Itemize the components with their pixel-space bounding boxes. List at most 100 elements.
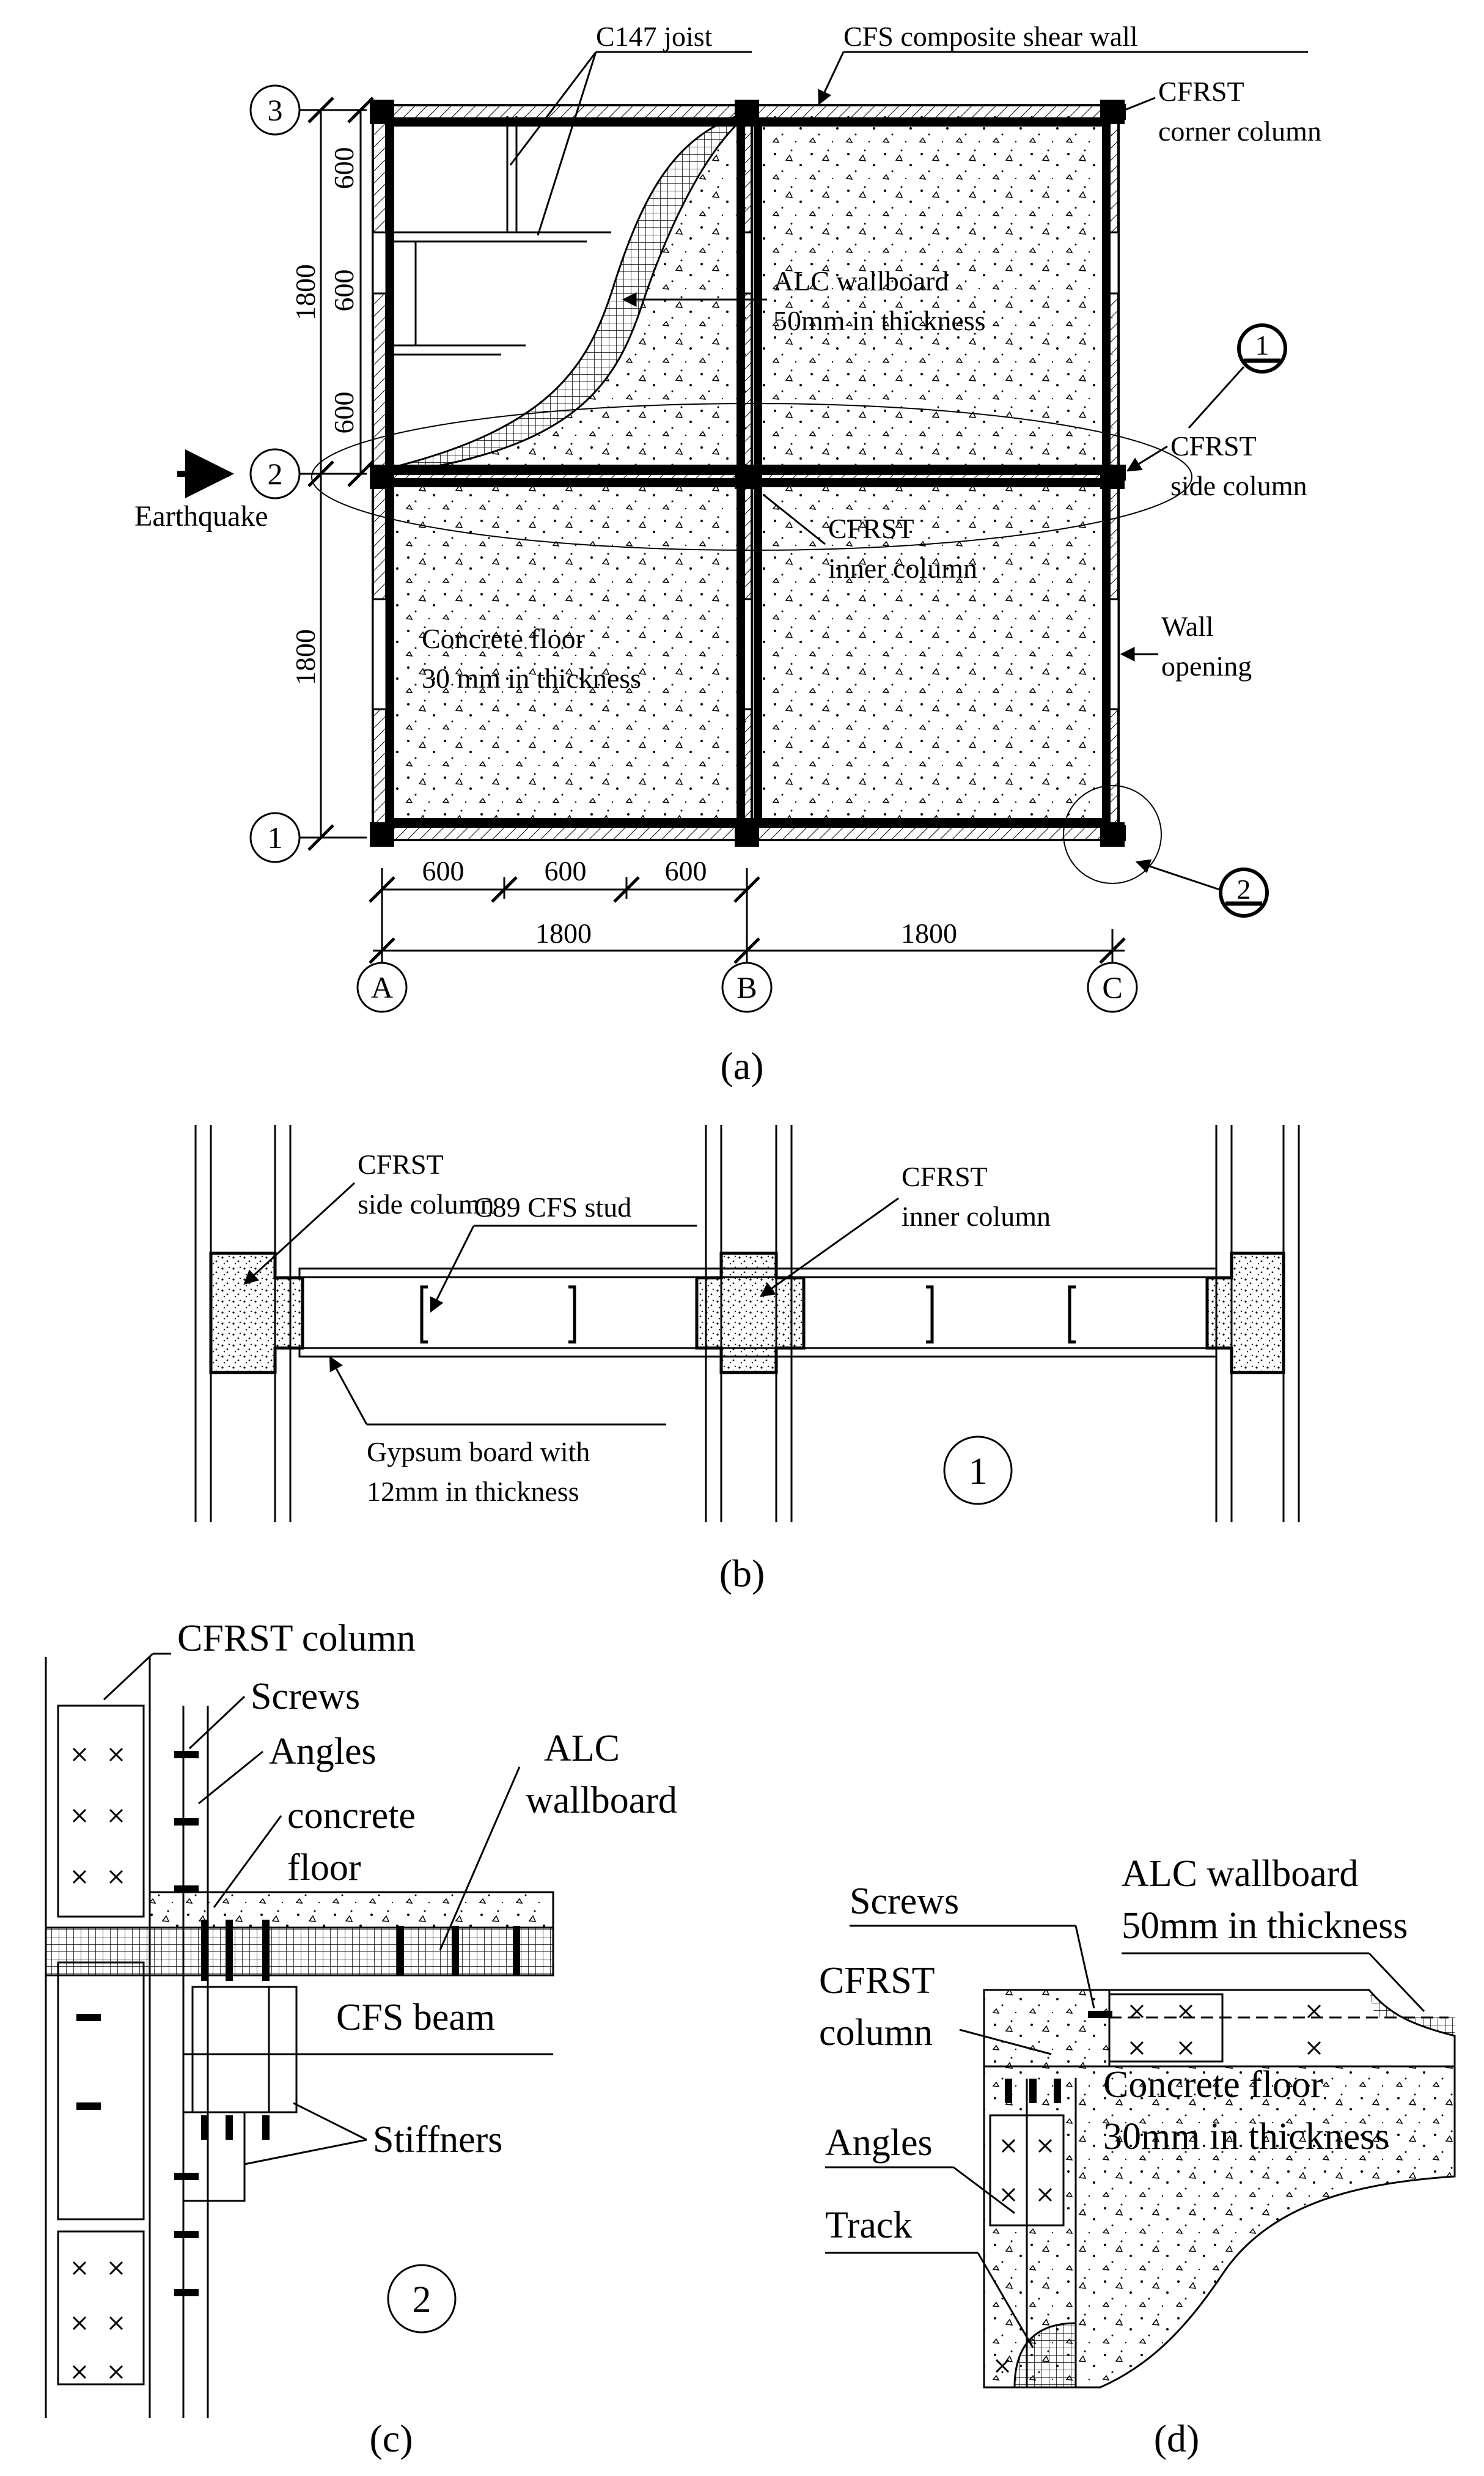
axis-label-b: B [736, 970, 757, 1004]
detail-marker-2: 2 [1135, 859, 1269, 918]
gypsum-label: 12mm in thickness [367, 1476, 579, 1507]
concrete-floor-label: concrete [287, 1795, 416, 1837]
caption-c: (c) [369, 2417, 413, 2460]
stiffners-label: Stiffners [373, 2119, 502, 2161]
caption-a: (a) [720, 1044, 763, 1088]
side-column-label: side column [358, 1188, 494, 1220]
dim-600: 600 [665, 855, 707, 886]
concrete-floor-label: 30mm in thickness [1103, 2116, 1389, 2157]
side-column-label: CFRST [358, 1149, 444, 1180]
concrete-floor-fill [391, 483, 746, 828]
alc-panel-box [1108, 1993, 1224, 2063]
corner-column-label: corner column [1158, 116, 1321, 147]
dimension-lines-bottom: 600 600 600 1800 1800 [369, 855, 1126, 964]
alc-fill-right [428, 116, 746, 468]
column-flange [57, 1961, 145, 2220]
screws-label: Screws [850, 1881, 959, 1922]
dim-1800: 1800 [901, 918, 957, 949]
detail-number: 1 [1255, 330, 1269, 361]
axis-label-1: 1 [268, 820, 283, 855]
axis-bubbles-bottom: A B C [356, 962, 1138, 1013]
dim-600: 600 [328, 270, 359, 312]
dimension-lines-left: 1800 1800 600 600 600 [290, 97, 374, 851]
alc-wallboard-band [45, 1926, 554, 1977]
wall-opening-label: Wall [1161, 611, 1214, 642]
stiffener [182, 2111, 246, 2202]
stud-label: C89 CFS stud [474, 1192, 631, 1223]
panel-d: Screws ALC wallboard 50mm in thickness C… [819, 1853, 1456, 2460]
cfrst-columns [370, 100, 1125, 847]
column-flange [57, 1704, 145, 1918]
alc-wallboard-texture [1369, 1990, 1455, 2036]
angles-label: Angles [825, 2122, 933, 2164]
axis-bubbles-left: 3 2 1 [249, 84, 367, 863]
screws [76, 1751, 520, 2296]
track-section [1013, 2322, 1077, 2389]
concrete-floor-fill [758, 483, 1112, 828]
concrete-floor-fill [758, 116, 1112, 468]
concrete-floor-slab [149, 1891, 554, 1929]
alc-wallboard-label: ALC wallboard [1122, 1853, 1358, 1895]
alc-wallboard-label: ALC [544, 1728, 620, 1769]
dim-1800: 1800 [535, 918, 592, 949]
inner-column-label: inner column [902, 1201, 1051, 1232]
detail-marker-1: 1 [1188, 323, 1287, 429]
inner-column-label: CFRST [828, 513, 914, 544]
detail-circle [1063, 785, 1162, 884]
dim-1800: 1800 [290, 629, 321, 685]
dim-600: 600 [328, 392, 359, 434]
corner-column-label: CFRST [1158, 76, 1244, 107]
dim-1800: 1800 [290, 264, 321, 320]
angles-label: Angles [269, 1731, 377, 1772]
axis-label-2: 2 [268, 457, 283, 491]
floor-label: 30 mm in thickness [422, 663, 641, 694]
inner-column-label: inner column [828, 553, 977, 584]
side-column-label: side column [1170, 470, 1307, 501]
cfrst-inner-column-section [695, 1251, 806, 1374]
wall-opening-label: opening [1161, 650, 1252, 682]
axis-label-3: 3 [268, 93, 283, 127]
alc-wallboard-label: wallboard [526, 1780, 677, 1821]
axis-label-a: A [371, 970, 393, 1004]
cfs-beam-label: CFS beam [336, 1997, 495, 2038]
panel-a: 3 2 1 A B C [134, 21, 1321, 1088]
floor-label: Concrete floor [422, 623, 585, 654]
shear-wall-label: CFS composite shear wall [843, 21, 1138, 52]
cfrst-column-label: column [819, 2012, 933, 2054]
dim-600: 600 [422, 855, 465, 886]
alc-label: ALC wallboard [773, 265, 949, 297]
alc-wallboard-label: 50mm in thickness [1122, 1905, 1408, 1947]
panel-b: CFRST side column C89 CFS stud CFRST inn… [194, 1125, 1300, 1595]
screws-label: Screws [251, 1676, 360, 1717]
detail-number: 2 [413, 2279, 432, 2321]
earthquake-label: Earthquake [134, 500, 268, 532]
cfs-studs [420, 1285, 1076, 1344]
cfrst-column-label: CFRST [819, 1960, 935, 2002]
alc-wallboard-section [1108, 1989, 1456, 2068]
weld-marks [72, 1747, 123, 2379]
concrete-floor-section [983, 1989, 1456, 2389]
detail-number: 2 [1237, 874, 1251, 905]
screws [1005, 2011, 1112, 2103]
section-ellipse [311, 403, 1192, 551]
track-label: Track [825, 2205, 912, 2246]
weld-marks [995, 2004, 1321, 2373]
cfrst-side-column-section [1205, 1251, 1285, 1374]
inner-column-label: CFRST [902, 1161, 988, 1192]
gypsum-label: Gypsum board with [367, 1436, 590, 1467]
joist-label: C147 joist [596, 21, 713, 52]
dim-600: 600 [545, 855, 587, 886]
caption-d: (d) [1154, 2417, 1200, 2460]
concrete-floor-label: floor [287, 1847, 361, 1888]
dim-600: 600 [328, 147, 359, 190]
side-column-label: CFRST [1170, 430, 1257, 462]
axis-label-c: C [1102, 970, 1122, 1004]
alc-label: 50mm in thickness [773, 305, 986, 336]
panel-c: CFRST column Screws Angles concrete floo… [45, 1618, 677, 2460]
joist-bay [391, 116, 611, 356]
detail-number: 1 [969, 1451, 988, 1492]
caption-b: (b) [719, 1552, 765, 1595]
concrete-floor-label: Concrete floor [1103, 2064, 1323, 2106]
cfrst-side-column-section [209, 1251, 304, 1374]
